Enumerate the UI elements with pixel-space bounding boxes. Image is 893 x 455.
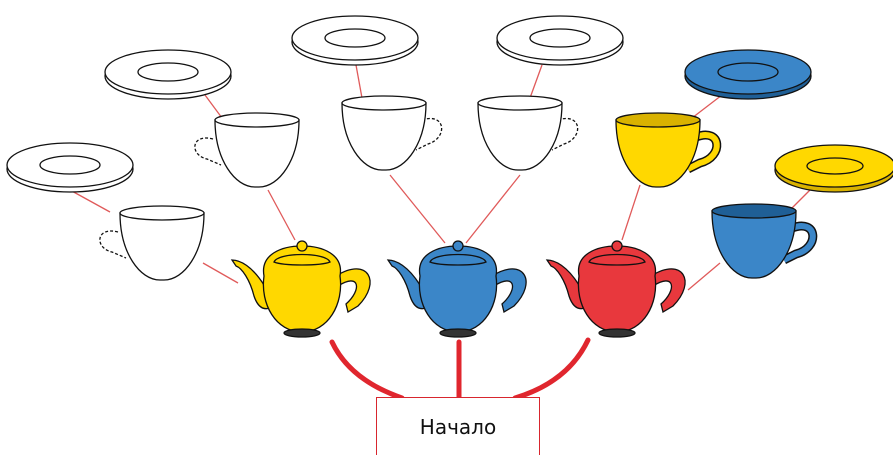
connector-line [621, 184, 641, 241]
cup-icon [194, 112, 300, 188]
saucer-icon [104, 49, 232, 100]
cup-icon [615, 112, 722, 188]
start-label: Начало [419, 414, 497, 439]
connector-line [355, 64, 363, 99]
connector-line [69, 189, 111, 213]
connector-line [267, 189, 296, 241]
teapot-icon [230, 240, 371, 338]
saucer-icon [291, 15, 419, 66]
cup-icon [99, 205, 205, 281]
start-node: Начало [376, 397, 540, 455]
cup-icon [477, 95, 579, 171]
saucer-icon [496, 15, 624, 66]
saucer-icon [684, 49, 812, 100]
cup-icon [341, 95, 443, 171]
connector-line [202, 262, 239, 284]
connector-line [691, 94, 723, 119]
connector-line [389, 174, 446, 244]
thick-connectors [329, 337, 591, 401]
connector-line [529, 64, 543, 99]
thin-connectors [69, 64, 811, 291]
connector-line [687, 262, 721, 291]
teapot-icon [386, 240, 527, 338]
connector-line [512, 337, 591, 401]
cup-icon [711, 203, 818, 279]
saucer-icon [6, 142, 134, 193]
connector-line [465, 174, 521, 244]
connector-line [204, 94, 223, 119]
connector-line [789, 189, 811, 211]
teapot-icon [545, 240, 686, 338]
connector-line [329, 339, 405, 401]
saucer-icon [774, 144, 893, 193]
